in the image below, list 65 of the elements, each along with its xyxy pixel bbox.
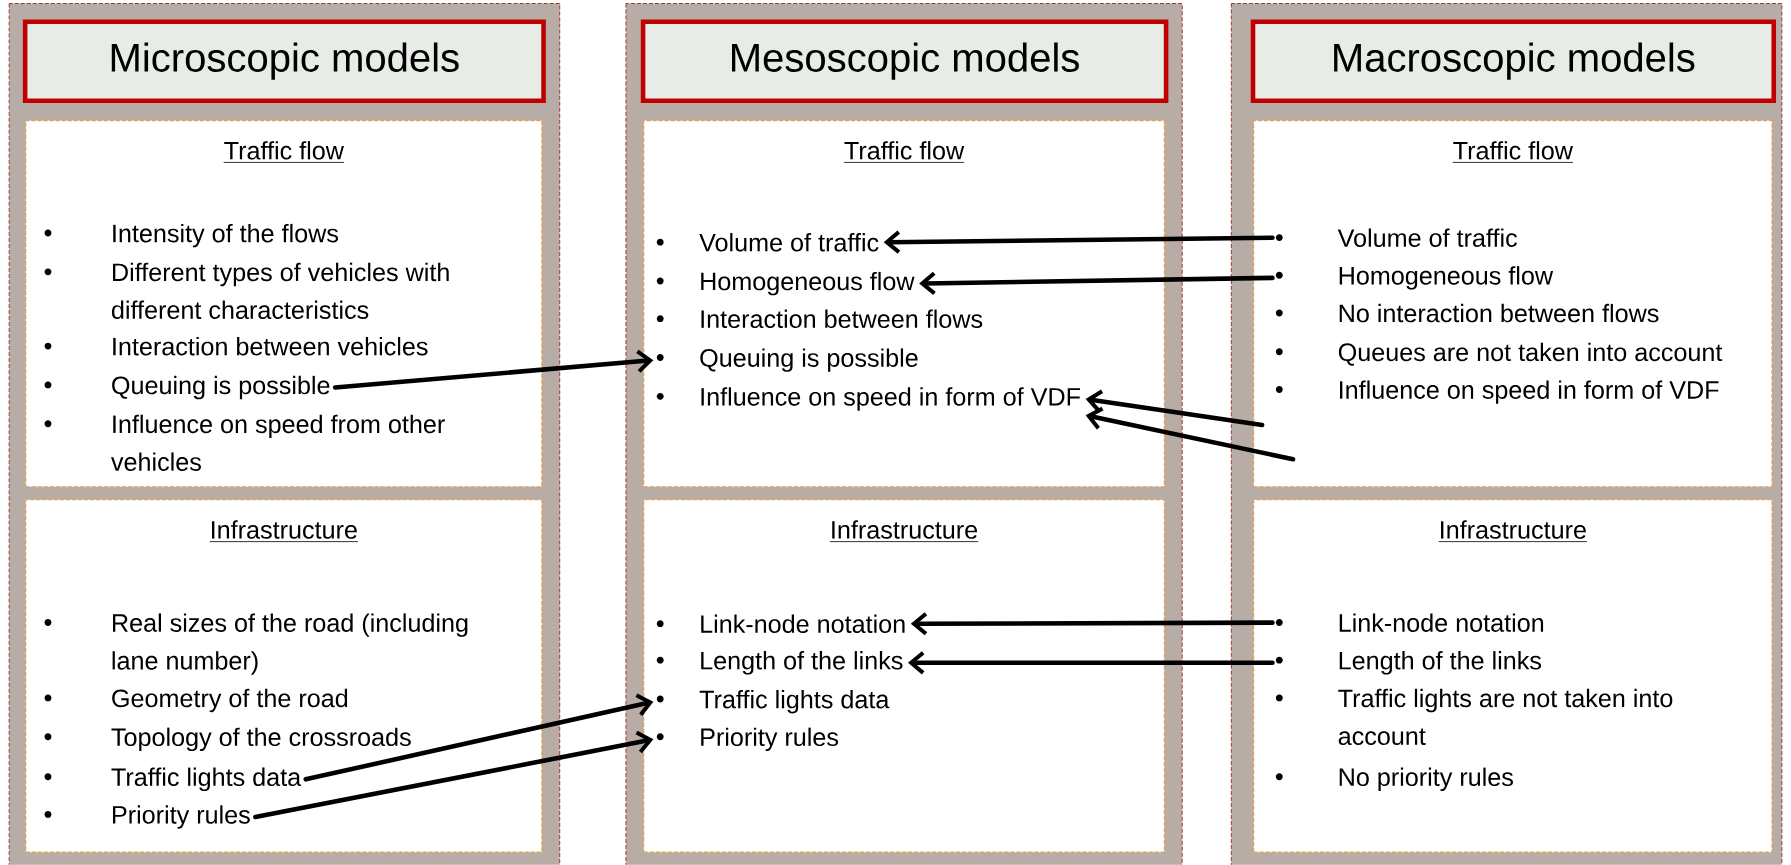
list-item: Priority rules	[44, 805, 250, 829]
arrow	[1085, 389, 1265, 428]
header-box: Microscopic models	[22, 19, 546, 104]
list-item: Length of the links	[1275, 651, 1541, 675]
arrow	[908, 651, 1275, 675]
node-label: Queuing is possible	[112, 376, 330, 400]
list-item: Queues are not taken into account	[1275, 342, 1723, 366]
node-label: Traffic lights data	[111, 767, 302, 792]
list-item: Priority rules	[656, 727, 839, 752]
list-item: Traffic lights data	[656, 690, 890, 714]
node-label: Interaction between vehicles	[113, 337, 428, 356]
list-item: Real sizes of the road (including lane number)	[44, 613, 468, 675]
node-label: Length of the links	[701, 651, 903, 675]
node-label: Traffic lights are not taken into account	[1338, 688, 1673, 746]
node-label: Priority rules	[701, 727, 839, 752]
list-item: Influence on speed in form of VDF	[1275, 380, 1719, 404]
node-label: Link-node notation	[1339, 613, 1544, 633]
list-item: Volume of traffic	[1275, 228, 1517, 248]
list-item: Intensity of the flows	[44, 224, 339, 248]
node-label: Homogeneous flow	[1339, 266, 1554, 290]
node-label: Influence on speed from other vehicles	[111, 414, 445, 472]
arrow	[253, 730, 654, 820]
arrow	[919, 272, 1275, 296]
list-item: Traffic lights data	[44, 767, 302, 792]
node-label: Traffic lights data	[699, 690, 890, 714]
node-label: Volume of traffic	[1337, 228, 1517, 248]
node-label: Priority rules	[113, 805, 250, 829]
list-item: Interaction between vehicles	[44, 337, 428, 356]
list-item: Volume of traffic	[656, 233, 879, 252]
node-label: Geometry of the road	[112, 688, 348, 713]
list-item: Interaction between flows	[656, 309, 983, 329]
arrow	[883, 230, 1275, 254]
node-label: No interaction between flows	[1339, 304, 1659, 323]
node-label: Homogeneous flow	[701, 272, 915, 296]
node-label: Different types of vehicles with different characteristics	[112, 262, 449, 320]
node-label: Real sizes of the road (including lane number)	[112, 613, 468, 675]
node-label: Topology of the crossroads	[111, 727, 411, 752]
node-label: Volume of traffic	[699, 233, 879, 252]
list-item: Length of the links	[656, 651, 903, 675]
node-label: Queuing is possible	[700, 348, 918, 373]
header-box: Mesoscopic models	[640, 19, 1169, 104]
arrow	[332, 350, 654, 390]
list-item: No interaction between flows	[1275, 304, 1659, 323]
arrow	[1085, 407, 1296, 462]
node-label: Intensity of the flows	[113, 224, 339, 248]
list-item: Different types of vehicles with different characteristics	[44, 262, 449, 320]
list-item: Homogeneous flow	[656, 272, 915, 296]
node-label: Influence on speed in form of VDF	[1340, 380, 1719, 405]
arrow	[303, 693, 654, 782]
header-box: Macroscopic models	[1250, 19, 1776, 104]
list-item: No priority rules	[1275, 767, 1513, 792]
list-item: Topology of the crossroads	[44, 727, 411, 752]
list-item: Link-node notation	[656, 614, 905, 634]
list-item: Geometry of the road	[44, 688, 348, 713]
arrow	[910, 612, 1275, 636]
list-item: Link-node notation	[1275, 613, 1544, 633]
node-label: Link-node notation	[701, 614, 905, 634]
list-item: Influence on speed in form of VDF	[656, 387, 1080, 411]
list-item: Homogeneous flow	[1275, 266, 1554, 290]
list-item: Influence on speed from other vehicles	[44, 414, 445, 472]
node-label: Length of the links	[1339, 651, 1542, 675]
list-item: Traffic lights are not taken into account	[1275, 688, 1673, 746]
list-item: Queuing is possible	[656, 348, 918, 373]
node-label: No priority rules	[1339, 767, 1513, 792]
list-item: Queuing is possible	[44, 376, 330, 400]
